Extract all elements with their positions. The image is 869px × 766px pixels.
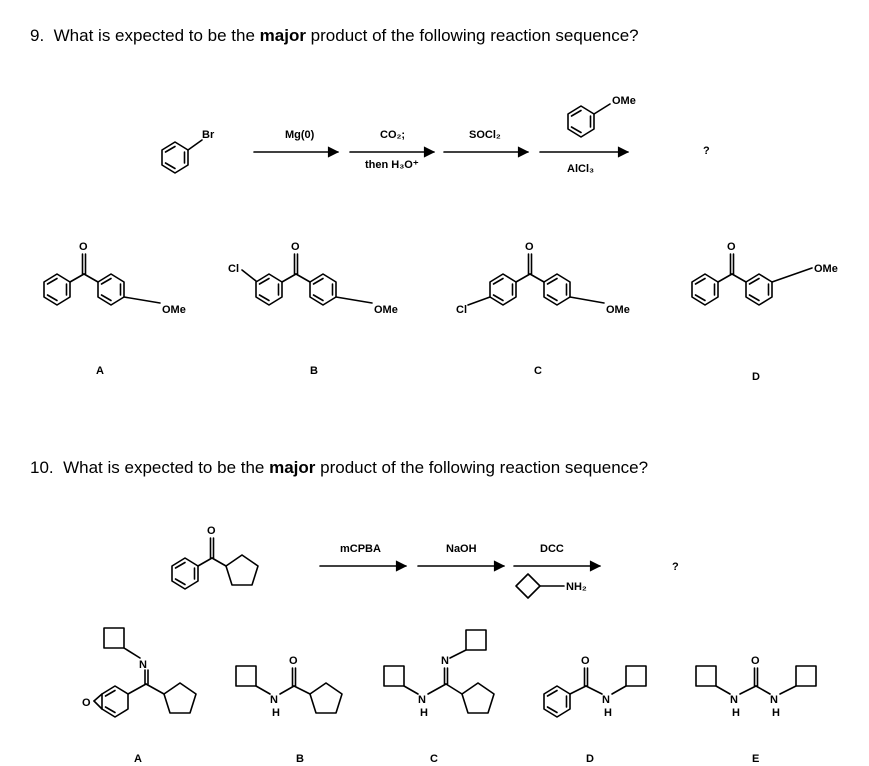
imine-nitrogen-label: N — [139, 659, 147, 671]
q9-bromobenzene: Br — [161, 129, 215, 174]
bromine-label: Br — [202, 129, 215, 141]
prompt-emphasis: major — [259, 26, 306, 45]
choice-c-letter[interactable]: C — [534, 365, 542, 377]
prompt-text-end: product of the following reaction sequen… — [315, 458, 649, 477]
imine-nitrogen-label: N — [441, 655, 449, 667]
choice-e-letter[interactable]: E — [752, 753, 759, 765]
chlorine-label: Cl — [228, 263, 239, 275]
epoxide-oxygen-label: O — [82, 697, 91, 709]
methoxy-label: OMe — [612, 95, 636, 107]
reagent-h3o: then H₃O⁺ — [365, 159, 419, 171]
q9-choice-a-structure: O OMe — [43, 241, 186, 316]
prompt-text: What is expected to be the — [53, 26, 260, 45]
urea-hydrogen-right-label: H — [772, 707, 780, 719]
q9-choice-b-structure: Cl O OMe — [228, 241, 398, 316]
prompt-text: What is expected to be the — [63, 458, 270, 477]
reagent-mg: Mg(0) — [285, 129, 315, 141]
carbonyl-oxygen-label: O — [291, 241, 300, 253]
q9-choice-d-structure: O OMe — [691, 241, 838, 306]
q10-choice-c-structure: N H N — [383, 629, 495, 719]
urea-hydrogen-left-label: H — [732, 707, 740, 719]
amine-label: NH₂ — [566, 581, 587, 593]
reagent-naoh: NaOH — [446, 543, 477, 555]
question-number: 9. — [30, 26, 45, 45]
chlorine-label: Cl — [456, 304, 467, 316]
methoxy-label: OMe — [162, 304, 186, 316]
methoxy-label: OMe — [374, 304, 398, 316]
choice-b-letter[interactable]: B — [296, 753, 304, 765]
q9-anisole: OMe — [567, 95, 636, 138]
carbonyl-oxygen-label: O — [751, 655, 760, 667]
choice-a-letter[interactable]: A — [96, 365, 104, 377]
carbonyl-oxygen-label: O — [79, 241, 88, 253]
unknown-product-mark: ? — [672, 561, 679, 573]
choice-d-letter[interactable]: D — [752, 371, 760, 383]
reagent-co2: CO₂; — [380, 129, 405, 141]
choice-a-letter[interactable]: A — [134, 753, 142, 765]
question-number: 10. — [30, 458, 54, 477]
amide-nitrogen-label: N — [602, 694, 610, 706]
reagent-socl2: SOCl₂ — [469, 129, 501, 141]
q9-choice-c-structure: Cl O OMe — [456, 241, 630, 316]
q10-choice-d-structure: O N H — [543, 655, 647, 719]
carbonyl-oxygen-label: O — [727, 241, 736, 253]
q10-choice-b-structure: N H O — [235, 655, 343, 719]
carbonyl-oxygen-label: O — [207, 525, 216, 537]
amine-nitrogen-label: N — [418, 694, 426, 706]
urea-nitrogen-left-label: N — [730, 694, 738, 706]
choice-c-letter[interactable]: C — [430, 753, 438, 765]
carbonyl-oxygen-label: O — [525, 241, 534, 253]
carbonyl-oxygen-label: O — [581, 655, 590, 667]
carbonyl-oxygen-label: O — [289, 655, 298, 667]
q10-cyclobutane-ring — [515, 573, 541, 599]
q10-choice-e-structure: N H O N H — [695, 655, 817, 719]
amine-hydrogen-label: H — [420, 707, 428, 719]
reagent-mcpba: mCPBA — [340, 543, 381, 555]
reagent-dcc: DCC — [540, 543, 564, 555]
amide-hydrogen-label: H — [604, 707, 612, 719]
question-10-prompt: 10. What is expected to be the major pro… — [30, 458, 648, 478]
unknown-product-mark: ? — [703, 145, 710, 157]
methoxy-label: OMe — [814, 263, 838, 275]
prompt-emphasis: major — [269, 458, 316, 477]
choice-b-letter[interactable]: B — [310, 365, 318, 377]
prompt-text-end: product of the following reaction sequen… — [305, 26, 639, 45]
methoxy-label: OMe — [606, 304, 630, 316]
reagent-alcl3: AlCl₃ — [567, 163, 594, 175]
q10-starting-ketone: O — [171, 525, 259, 590]
q10-choice-a-structure: N O — [82, 627, 197, 718]
urea-nitrogen-right-label: N — [770, 694, 778, 706]
amide-nitrogen-label: N — [270, 694, 278, 706]
amide-hydrogen-label: H — [272, 707, 280, 719]
question-9-prompt: 9. What is expected to be the major prod… — [30, 26, 639, 46]
choice-d-letter[interactable]: D — [586, 753, 594, 765]
